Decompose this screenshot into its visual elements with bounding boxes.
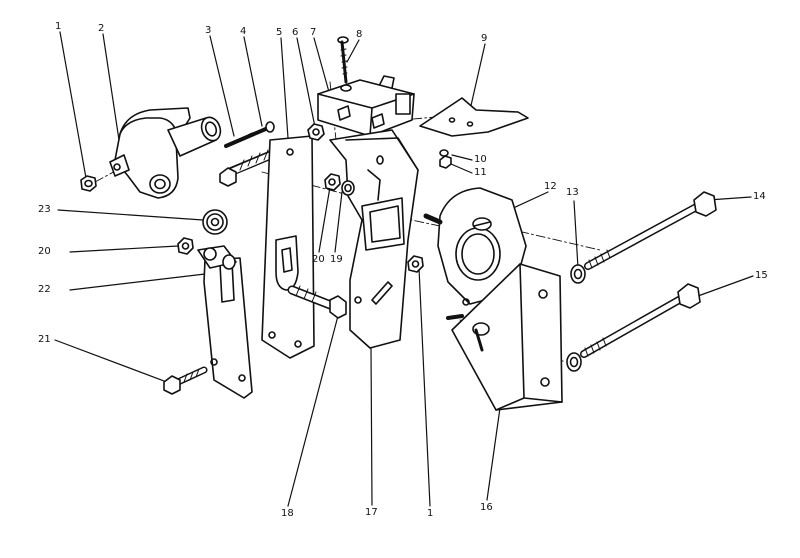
callout-20-left: 20 [38, 246, 51, 257]
callout-13: 13 [566, 187, 579, 198]
callout-3: 3 [205, 25, 212, 36]
part-7-switch [317, 75, 415, 137]
part-10-11-washer-nut [439, 149, 452, 169]
callout-23: 23 [38, 204, 51, 215]
callout-21: 21 [38, 334, 51, 345]
callout-2: 2 [98, 23, 105, 34]
part-13-washer [570, 264, 586, 284]
part-8-screw [337, 36, 349, 84]
part-12-cam-plate [423, 187, 527, 306]
part-9-insulator [419, 97, 529, 137]
callout-10: 10 [474, 154, 487, 165]
callout-4: 4 [240, 26, 247, 37]
callout-5: 5 [276, 27, 283, 38]
part-21-bolt [163, 366, 208, 395]
callout-20-center: 20 [312, 254, 325, 265]
part-22-lever-plate [197, 245, 253, 399]
part-1-nut-left [80, 175, 97, 192]
part-4-screw [224, 121, 275, 148]
part-1-nut-center [407, 255, 424, 273]
part-19-20-washer-nut-center [324, 173, 355, 196]
callout-22: 22 [38, 284, 51, 295]
callout-18: 18 [281, 508, 294, 519]
callout-1-left: 1 [55, 21, 62, 32]
callout-14: 14 [753, 191, 766, 202]
part-15-long-bolt [566, 283, 701, 372]
part-20-nut-left [177, 237, 194, 255]
part-23-bearing [202, 209, 228, 235]
callout-7: 7 [310, 27, 317, 38]
callout-6: 6 [292, 27, 299, 38]
part-16-angle-bracket [446, 263, 563, 411]
part-3-sleeve [167, 116, 222, 157]
part-18-bolt [287, 285, 347, 319]
part-14-long-bolt [584, 191, 717, 270]
callout-11: 11 [474, 167, 487, 178]
callout-1-center: 1 [427, 508, 434, 519]
callout-9: 9 [481, 33, 488, 44]
callout-15: 15 [755, 270, 768, 281]
callout-19: 19 [330, 254, 343, 265]
part-5-plate [261, 135, 315, 359]
part-6-nut [307, 123, 325, 141]
callout-12: 12 [544, 181, 557, 192]
callout-17: 17 [365, 507, 378, 518]
callout-16: 16 [480, 502, 493, 513]
callout-8: 8 [356, 29, 363, 40]
